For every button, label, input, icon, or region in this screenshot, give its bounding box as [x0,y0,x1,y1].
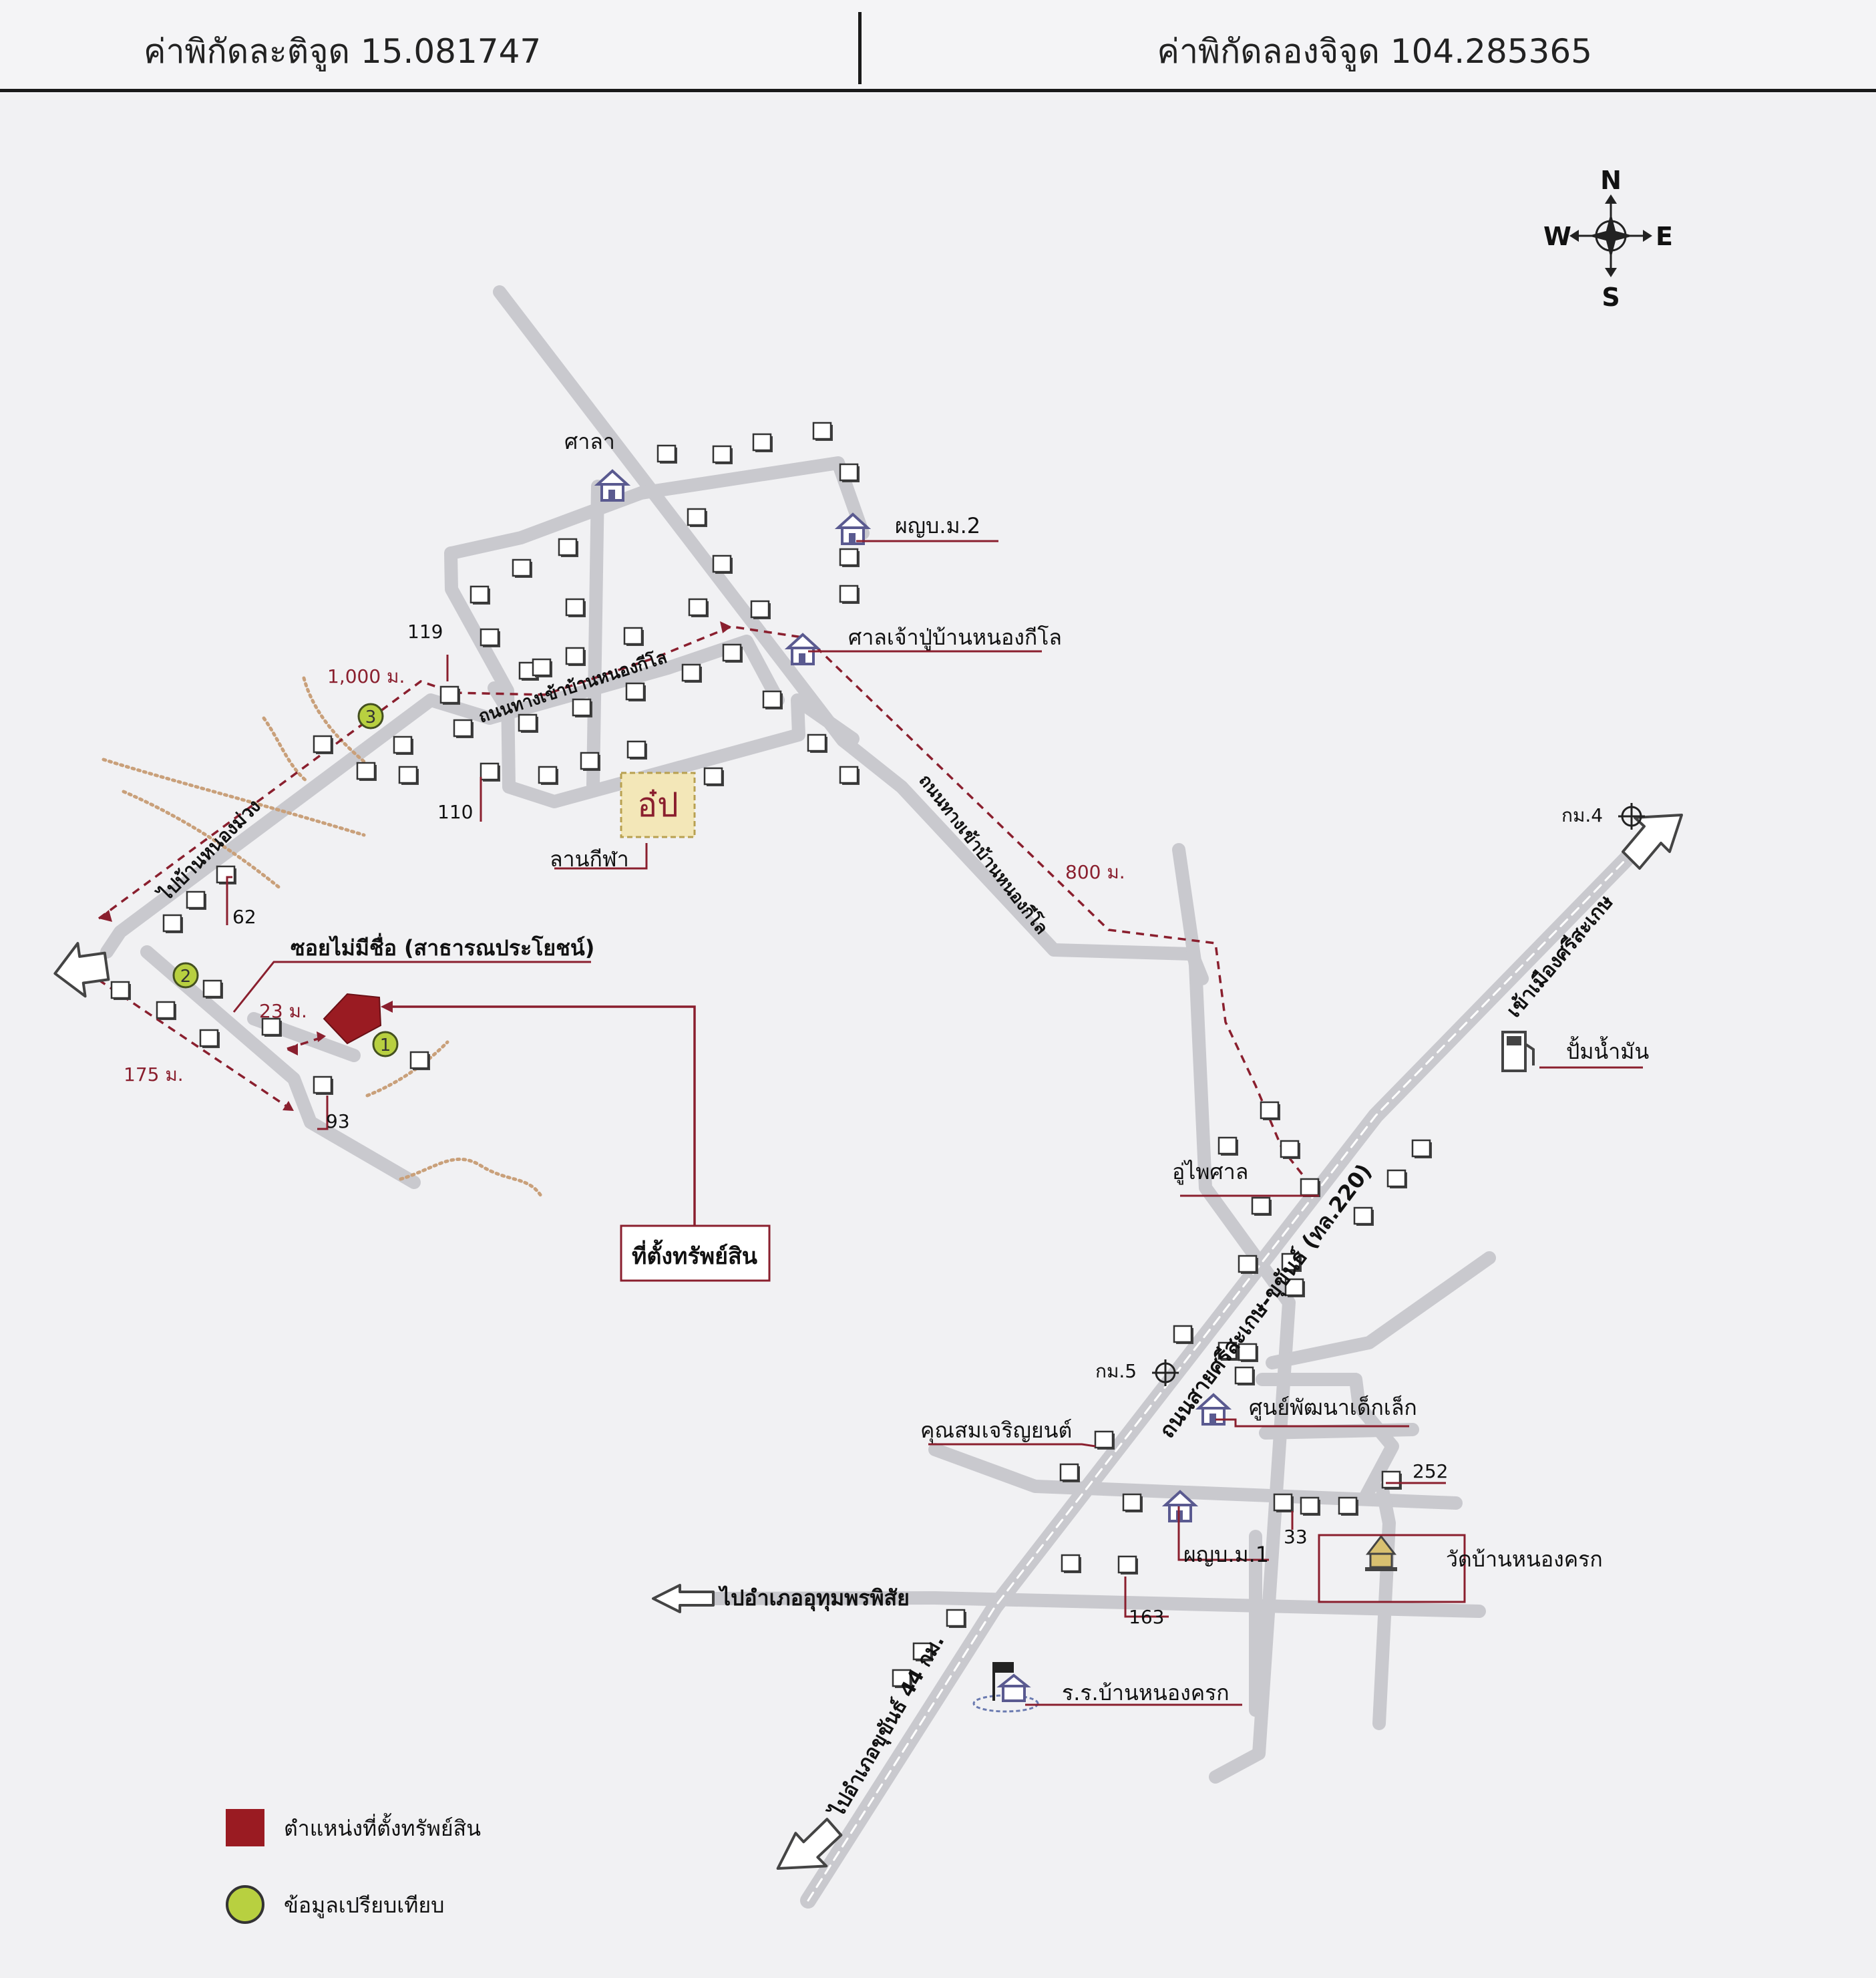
route-1000m [98,625,1320,1197]
arrow-southwest-icon [776,1818,843,1870]
compass-icon: N S E W [1543,166,1673,312]
km4-icon [1618,803,1645,830]
label-khun-som: คุณสมเจริญยนต์ [920,1418,1072,1444]
compass-w: W [1543,222,1571,251]
label-to-uthumphon: ไปอำเภออุทุมพรพิสัย [718,1585,910,1612]
label-house-62: 62 [232,906,256,928]
label-dist-23: 23 ม. [259,1000,307,1022]
childcare-icon [1195,1393,1232,1426]
road-village-mid [483,635,785,725]
label-health-m2: ผญบ.ม.2 [895,513,980,538]
wat-boundary [1318,1534,1466,1603]
label-wat: วัดบ้านหนองครก [1446,1546,1603,1572]
gas-station-icon [1501,1031,1535,1072]
road-east-upper [1172,843,1296,1784]
label-sala: ศาลา [564,429,615,454]
road-sw-branch [140,945,421,1189]
shrine-icon [784,633,821,665]
km5-icon [1152,1359,1179,1386]
road-village-loop [444,546,860,808]
longitude-label: ค่าพิกัดลองจิจูด 104.285365 [1157,32,1592,71]
marker-3-icon: 3 [357,703,384,729]
label-house-252: 252 [1413,1460,1448,1482]
compass-n: N [1600,166,1622,195]
road-main-west [100,693,496,959]
label-to-sisaket: เข้าเมืองศรีสะเกษ [1502,890,1618,1022]
road-east-branch [1266,1251,1496,1369]
road-east-stub [1259,1423,1419,1440]
arrow-west-left-icon [53,942,110,998]
label-dist-800: 800 ม. [1065,861,1125,883]
label-shrine: ศาลเจ้าปู่บ้านหนองกีโล [848,625,1062,651]
arrow-northeast-icon [1622,814,1683,870]
sports-field: อ๋ป [620,772,696,838]
legend-comparison-icon [226,1885,264,1924]
km-markers [1152,803,1645,1386]
road-village-vert2 [488,681,516,719]
label-dist-1000: 1,000 ม. [327,665,405,687]
label-dist-175: 175 ม. [124,1063,184,1086]
svg-text:1: 1 [380,1035,391,1055]
label-house-163: 163 [1129,1606,1164,1628]
header-rule [0,89,1876,92]
property-location-label: ที่ตั้งทรัพย์สิน [632,1239,757,1270]
label-health-m1: ผญบ.ม.1 [1183,1542,1269,1567]
sports-field-sign: อ๋ป [637,786,679,824]
property-callout: ที่ตั้งทรัพย์สิน [381,1001,771,1282]
road-east-cross [1256,1373,1399,1503]
compass-e: E [1656,222,1673,251]
label-house-33: 33 [1284,1526,1308,1548]
label-unnamed-soi: ซอยไม่มีชื่อ (สาธารณประโยชน์) [291,933,594,961]
label-sports-field: ลานกีฬา [550,846,629,872]
header-divider [858,12,862,84]
temple-icon [1365,1534,1397,1571]
comparison-markers: 1 2 3 [172,703,399,1057]
legend-comparison-label: ข้อมูลเปรียบเทียบ [284,1892,444,1919]
marker-1-icon: 1 [372,1031,399,1057]
label-km4: กม.4 [1561,804,1603,826]
sala-icon [594,469,631,502]
road-village-top [634,456,870,540]
road-village-left [445,486,648,560]
road-village-vert [586,480,604,792]
road-wat-vert [1372,1483,1396,1730]
legend: ตำแหน่งที่ตั้งทรัพย์สิน ข้อมูลเปรียบเทีย… [226,1809,481,1924]
trails [102,676,543,1198]
label-leaders [226,540,1643,1706]
property-polygon [323,993,382,1045]
label-km5: กม.5 [1095,1360,1137,1382]
label-to-nong-muang: ไปบ้านหนองม่วง [153,795,264,906]
label-school: ร.ร.บ้านหนองครก [1062,1680,1230,1705]
label-u-phaisan: อู่ไพศาล [1172,1159,1248,1185]
label-to-khukhan: ไปอำเภอขุขันธ์ 44 กม. [824,1631,950,1824]
road-west-to-uthumphon [701,1591,1486,1618]
health-m1-icon [1161,1490,1199,1522]
label-house-93: 93 [326,1110,350,1132]
label-house-110: 110 [437,801,473,823]
latitude-label: ค่าพิกัดละติจูด 15.081747 [144,32,542,71]
place-icons [594,469,1535,1713]
arrow-west-uthumphon-icon [652,1584,715,1613]
compass-s: S [1602,283,1620,312]
label-childcare: ศูนย์พัฒนาเด็กเล็ก [1249,1395,1417,1421]
roads [100,285,1664,1909]
school-icon [972,1662,1039,1713]
marker-2-icon: 2 [172,962,199,989]
legend-property-swatch [226,1809,264,1846]
coordinates-header: ค่าพิกัดละติจูด 15.081747 ค่าพิกัดลองจิจ… [0,0,1876,94]
route-arrowheads [87,621,1319,1196]
svg-text:2: 2 [180,967,192,987]
legend-property-label: ตำแหน่งที่ตั้งทรัพย์สิน [284,1813,481,1841]
svg-text:3: 3 [365,707,377,727]
direction-arrows [53,814,1683,1870]
label-gas-station: ปั้มน้ำมัน [1566,1036,1649,1064]
distance-routes [86,625,1320,1197]
label-house-119: 119 [407,621,443,643]
